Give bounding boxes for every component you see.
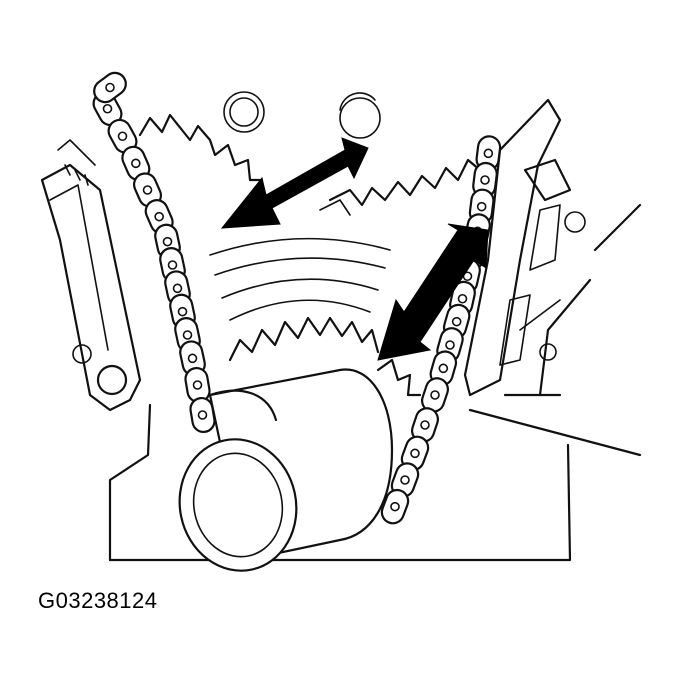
timing-chain-right xyxy=(380,135,502,525)
chain-pin xyxy=(457,293,468,304)
chain-pin xyxy=(187,353,198,364)
chain-pin xyxy=(102,103,113,114)
chain-pin xyxy=(162,236,173,247)
chain-pin xyxy=(197,410,208,420)
chain-pin xyxy=(105,82,115,93)
chain-guide xyxy=(463,98,586,397)
chain-link xyxy=(380,488,410,525)
chain-pin xyxy=(451,316,462,327)
crankshaft-hub xyxy=(178,368,394,572)
chain-pin xyxy=(117,131,128,142)
arrow-icon xyxy=(377,223,489,361)
chain-pin xyxy=(131,158,141,169)
chain-pin xyxy=(167,260,178,270)
chain-pin xyxy=(410,448,420,459)
chain-pin xyxy=(445,340,455,350)
upper-sprocket xyxy=(138,91,490,216)
chain-pin xyxy=(420,420,430,430)
chain-pin xyxy=(483,148,494,159)
chain-pin xyxy=(182,330,193,340)
chain-pin xyxy=(192,380,203,390)
chain-pin xyxy=(172,283,183,294)
chain-pin xyxy=(400,475,410,485)
figure-code: G03238124 xyxy=(38,588,158,613)
crank-sprocket-arcs xyxy=(209,237,391,321)
timing-chain-top xyxy=(93,71,127,104)
chain-pin xyxy=(154,211,164,222)
timing-chain-left xyxy=(92,91,216,434)
chain-pin xyxy=(177,306,188,317)
chain-pin xyxy=(438,363,449,374)
crank-sprocket-teeth xyxy=(228,316,422,397)
chain-pin xyxy=(430,390,440,400)
chain-link xyxy=(93,71,127,104)
chain-pin xyxy=(476,201,487,212)
chain-pin xyxy=(390,501,400,512)
chain-tensioner xyxy=(40,139,142,412)
chain-pin xyxy=(480,175,490,185)
chain-pin xyxy=(142,185,153,195)
arrow-icon xyxy=(220,137,369,229)
